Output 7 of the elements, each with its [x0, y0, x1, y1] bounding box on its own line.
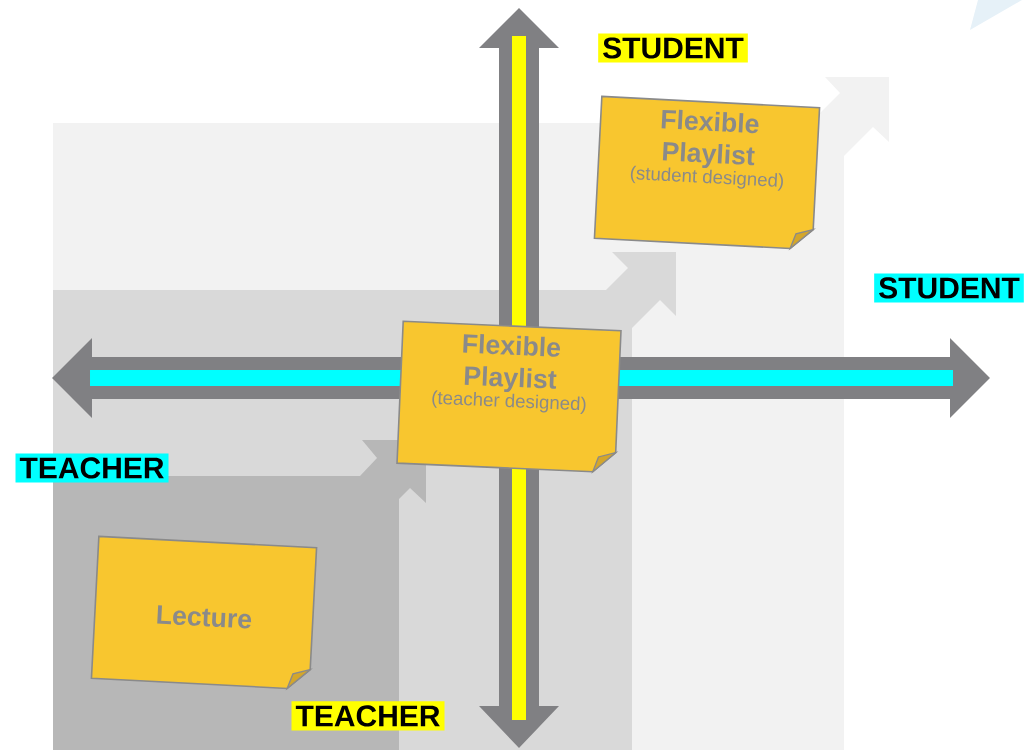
axis-label: TEACHER: [15, 453, 169, 483]
axis-label: STUDENT: [874, 273, 1024, 303]
sticky-note: Lecture: [90, 535, 318, 691]
axis-label: STUDENT: [598, 33, 748, 63]
axis-label: TEACHER: [291, 701, 445, 731]
sticky-note: Flexible Playlist (student designed): [593, 95, 821, 251]
sticky-note: Flexible Playlist (teacher designed): [396, 320, 622, 474]
